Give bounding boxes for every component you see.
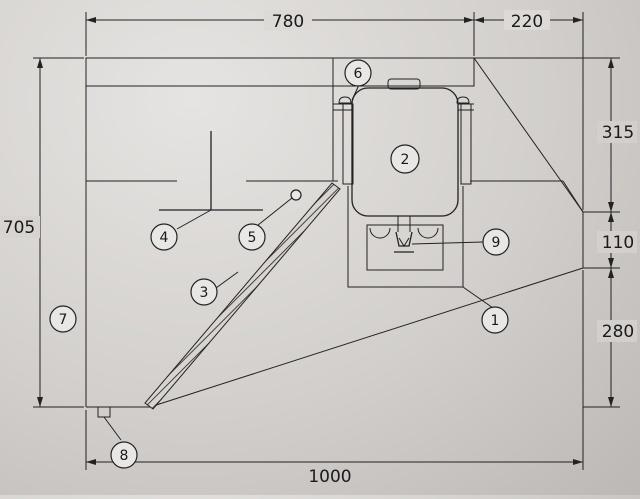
callout-label-8: 8 [120, 448, 129, 464]
leader-5 [252, 197, 293, 230]
arrow-780-right [464, 17, 474, 23]
hatched-plate [144, 182, 341, 410]
nozzle-head [395, 231, 413, 247]
dim-label-315: 315 [602, 123, 634, 143]
t-bar [159, 131, 263, 211]
callout-label-3: 3 [200, 285, 209, 301]
hook-left [338, 96, 352, 104]
callout-circle-8 [110, 441, 138, 469]
leader-1 [462, 286, 494, 309]
ledge-corner [562, 180, 584, 213]
callout-circle-6 [344, 59, 372, 87]
label-bg-780 [264, 10, 312, 30]
leader-lines [103, 73, 494, 441]
dim-label-280: 280 [602, 322, 634, 342]
callout-circle-5 [238, 223, 266, 251]
label-bg-315 [597, 121, 637, 143]
dim-label-1000: 1000 [308, 467, 351, 487]
callout-label-5: 5 [248, 230, 257, 246]
callout-circle-4 [150, 223, 178, 251]
roller-left [369, 227, 391, 239]
leader-4 [176, 209, 212, 230]
top-band [85, 57, 475, 87]
dimension-lines [33, 12, 620, 470]
dim-label-705: 705 [3, 218, 35, 238]
roller-right [417, 227, 439, 239]
arrow-315-bottom [608, 202, 614, 212]
foot [97, 406, 111, 418]
arrow-705-top [37, 58, 43, 68]
leader-9 [411, 241, 484, 245]
callout-circle-7 [49, 305, 77, 333]
hook-right [456, 96, 470, 104]
callout-circle-9 [482, 228, 510, 256]
callout-label-1: 1 [491, 313, 500, 329]
label-bg-280 [597, 320, 637, 342]
arrow-780-left [86, 17, 96, 23]
label-bg-110 [597, 231, 637, 253]
lower-box [347, 186, 464, 288]
arrow-1000-right [573, 459, 583, 465]
callout-circle-2 [390, 144, 420, 174]
dim-label-220: 220 [511, 12, 543, 32]
callouts: 1 2 3 4 5 6 7 8 9 [49, 59, 510, 469]
tank-body [351, 87, 459, 217]
dim-label-110: 110 [602, 233, 634, 253]
leader-3 [215, 271, 239, 289]
callout-label-6: 6 [354, 66, 363, 82]
callout-label-2: 2 [401, 152, 410, 168]
arrow-315-top [608, 58, 614, 68]
bottom-slope [149, 267, 584, 408]
callout-circle-3 [190, 278, 218, 306]
dimension-labels: 780 220 705 315 110 280 1000 [0, 10, 637, 487]
arrow-705-bottom [37, 397, 43, 407]
tank-cap [387, 78, 421, 90]
dim-label-780: 780 [272, 12, 304, 32]
callout-circle-1 [481, 306, 509, 334]
arrowheads [37, 17, 614, 465]
label-bg-220 [504, 10, 550, 30]
arrow-110-bottom [608, 258, 614, 268]
housing-right-rail [460, 103, 472, 185]
arrow-220-right [573, 17, 583, 23]
nozzle [394, 231, 414, 253]
nozzle-tip [398, 237, 410, 247]
arrow-280-top [608, 268, 614, 278]
arrow-1000-left [86, 459, 96, 465]
arrow-110-top [608, 212, 614, 222]
callout-label-4: 4 [160, 230, 169, 246]
leader-8 [103, 416, 122, 441]
callout-label-9: 9 [492, 235, 501, 251]
arrow-280-bottom [608, 397, 614, 407]
tank [333, 78, 474, 232]
ball-5 [290, 189, 302, 201]
arrow-220-left [474, 17, 484, 23]
nozzle-box [366, 224, 444, 271]
callout-label-7: 7 [59, 312, 68, 328]
label-bg-705 [0, 216, 40, 238]
